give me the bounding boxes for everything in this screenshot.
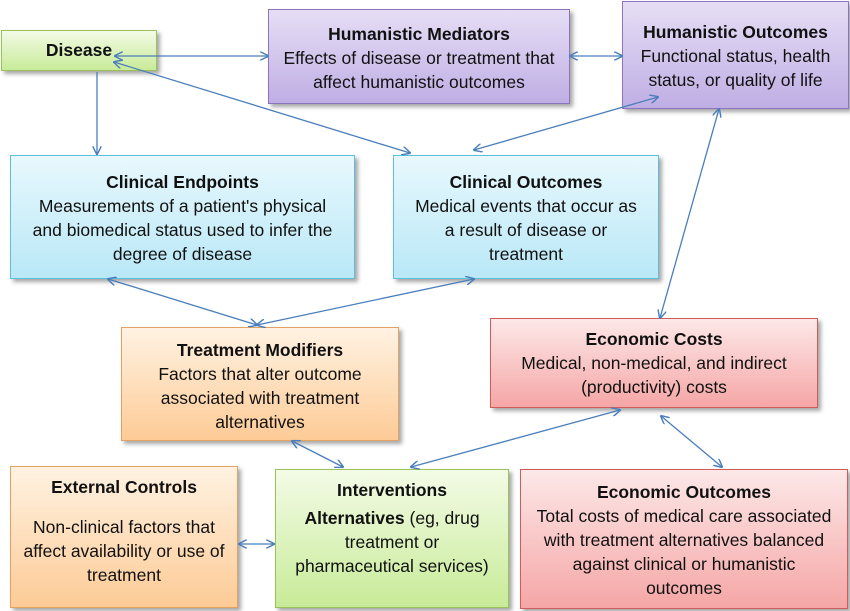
outcomes-modifiers-arrow [257,279,474,325]
clinical-endpoints-box: Clinical Endpoints Measurements of a pat… [10,155,355,279]
external-controls-box: External Controls Non-clinical factors t… [10,466,238,608]
endpoints-modifiers-arrow [108,279,257,325]
disease-title: Disease [45,40,113,60]
treatment-modifiers-title: Treatment Modifiers [176,340,344,360]
economic-costs-text: Medical, non-medical, and indirect (prod… [521,353,787,397]
disease-box: Disease [1,30,157,71]
interventions-box: Interventions Alternatives (eg, drug tre… [275,469,509,608]
modifiers-interventions-arrow [292,441,343,467]
external-controls-text: Non-clinical factors that affect availab… [23,517,225,585]
costs-economic-outcomes-arrow [661,416,722,467]
interventions-text: Alternatives (eg, drug treatment or phar… [276,502,508,578]
costs-interventions-arrow [411,410,620,467]
treatment-modifiers-text: Factors that alter outcome associated wi… [158,364,362,432]
economic-outcomes-text: Total costs of medical care associated w… [536,506,832,598]
clinical-outcomes-text: Medical events that occur as a result of… [415,196,637,264]
humanistic-outcomes-text: Functional status, health status, or qua… [640,46,831,90]
clinical-outcomes-box: Clinical Outcomes Medical events that oc… [393,155,659,279]
economic-outcomes-box: Economic Outcomes Total costs of medical… [520,469,848,609]
humanistic-outcomes-title: Humanistic Outcomes [643,22,828,42]
external-controls-title: External Controls [51,477,197,497]
humanistic-mediators-text: Effects of disease or treatment that aff… [283,48,555,92]
clinical-outcomes-title: Clinical Outcomes [449,172,603,192]
humanistic-mediators-title: Humanistic Mediators [328,24,510,44]
economic-outcomes-title: Economic Outcomes [596,482,772,502]
treatment-modifiers-box: Treatment Modifiers Factors that alter o… [121,327,399,441]
clinical-endpoints-title: Clinical Endpoints [106,172,259,192]
interventions-title: Interventions [337,480,447,500]
economic-costs-title: Economic Costs [585,329,723,349]
interventions-description: (eg, drug treatment or pharmaceutical se… [295,508,489,576]
economic-costs-box: Economic Costs Medical, non-medical, and… [490,318,818,408]
humanistic-outcomes-box: Humanistic Outcomes Functional status, h… [622,1,849,109]
humanistic-mediators-box: Humanistic Mediators Effects of disease … [268,9,570,104]
clinical-endpoints-text: Measurements of a patient's physical and… [32,196,333,264]
humanistic-outcomes-economic-costs-arrow [660,109,719,318]
interventions-title-2: Alternatives [304,508,405,528]
